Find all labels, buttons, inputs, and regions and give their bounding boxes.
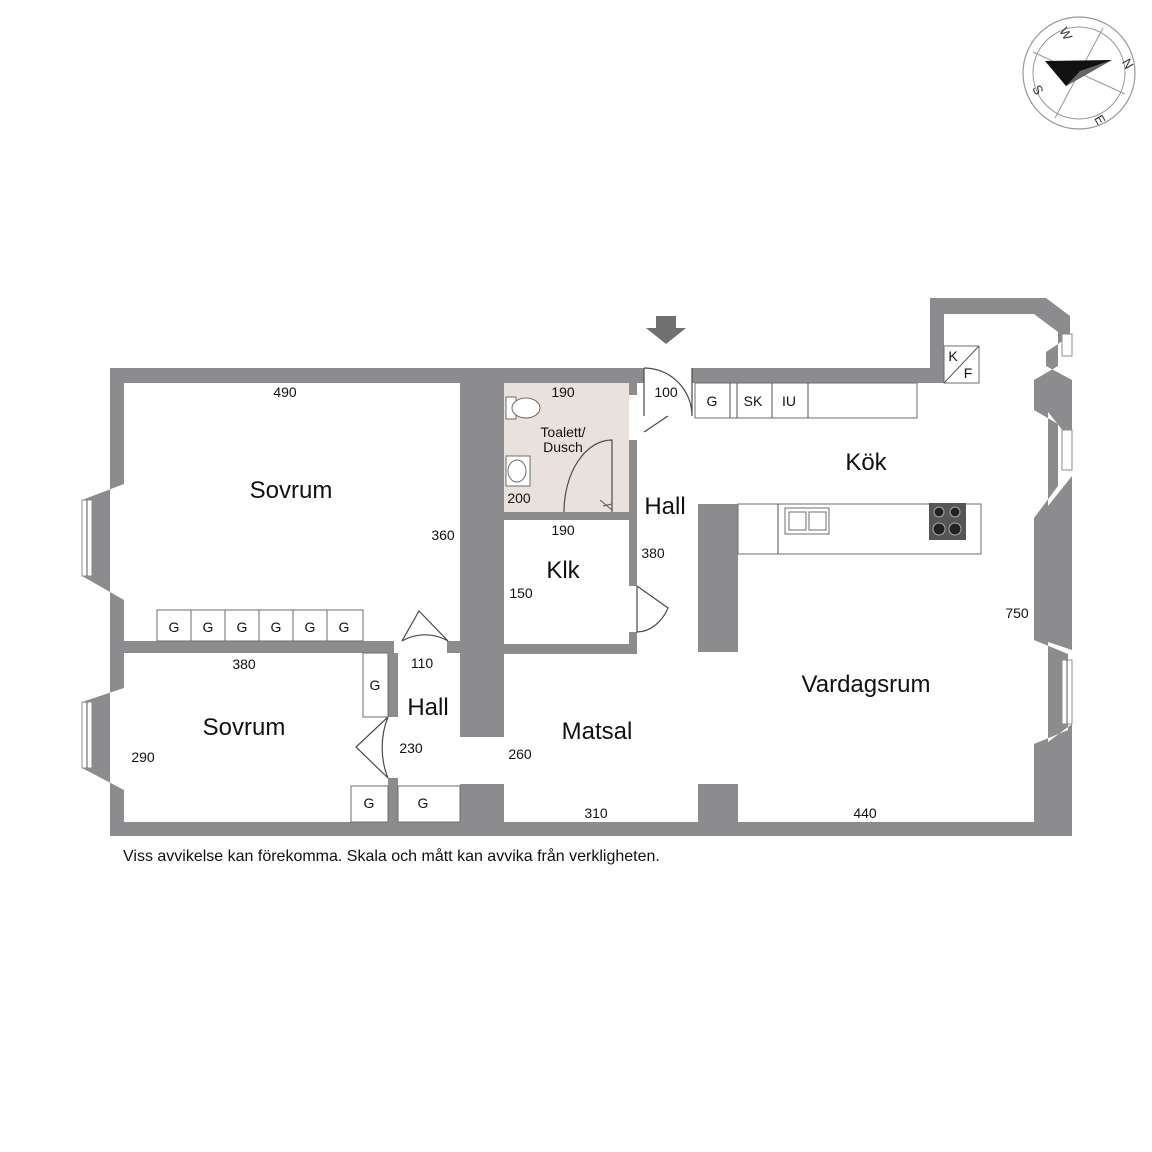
fridge-freezer: K F xyxy=(943,345,980,384)
wall-center xyxy=(460,383,504,737)
disclaimer-text: Viss avvikelse kan förekomma. Skala och … xyxy=(123,847,660,865)
kitchen-iu-label: IU xyxy=(782,393,796,409)
room-label-kok: Kök xyxy=(845,449,887,476)
wall-klk-bottom xyxy=(504,644,637,654)
wall-sovrum-divider-right xyxy=(447,641,460,653)
dimension-label: 190 xyxy=(551,384,575,400)
wall-center-bottom xyxy=(460,784,504,822)
wardrobe-sovrum-bottom xyxy=(350,785,389,823)
window-left-bottom xyxy=(81,701,93,769)
shower-drain-icon xyxy=(599,499,613,511)
dimension-label: 110 xyxy=(411,655,434,671)
kitchen-g-label: G xyxy=(707,393,718,409)
dimension-label: 100 xyxy=(654,384,678,400)
window-left-top xyxy=(81,499,93,577)
wardrobe-label: G xyxy=(237,619,248,635)
kitchen-island-wall xyxy=(698,504,738,652)
wall-klk-right xyxy=(629,632,637,654)
door-sovrum-top[interactable] xyxy=(401,610,449,642)
wardrobe-label: G xyxy=(418,795,429,811)
wall-sovrum-divider xyxy=(124,641,394,653)
door-klk[interactable] xyxy=(636,585,669,633)
sink-icon xyxy=(505,455,531,487)
door-entry[interactable] xyxy=(643,367,693,417)
room-label-vardagsrum: Vardagsrum xyxy=(802,671,931,698)
wardrobe-label: G xyxy=(305,619,316,635)
wardrobe-label: G xyxy=(271,619,282,635)
wardrobe-label: G xyxy=(370,677,381,693)
kitchen-sink-icon xyxy=(784,507,830,535)
kitchen-sk-label: SK xyxy=(744,393,763,409)
wardrobe-hall xyxy=(362,652,389,718)
wall-hall-left-bottom xyxy=(388,778,398,822)
room-label-sovrum-bottom: Sovrum xyxy=(203,714,286,741)
kitchen-counter-top: G SK IU xyxy=(694,382,918,419)
room-label-klk: Klk xyxy=(546,557,580,584)
room-label-dusch: Dusch xyxy=(543,439,583,455)
dimension-label: 750 xyxy=(1005,605,1029,621)
wardrobe-label: G xyxy=(203,619,214,635)
wardrobe-row: G G G G G G xyxy=(156,609,364,642)
window-right-low xyxy=(1061,659,1073,725)
dimension-label: 290 xyxy=(131,749,155,765)
door-bathroom[interactable] xyxy=(563,439,613,513)
kf-f-label: F xyxy=(964,365,973,381)
wall-hall-left xyxy=(388,653,398,717)
dimension-label: 260 xyxy=(508,746,532,762)
window-right-mid xyxy=(1061,429,1073,471)
dimension-label: 380 xyxy=(232,656,256,672)
dimension-label: 490 xyxy=(273,384,297,400)
wardrobe-label: G xyxy=(169,619,180,635)
dimension-label: 230 xyxy=(399,740,423,756)
dimension-label: 440 xyxy=(853,805,877,821)
wardrobe-hall-bottom xyxy=(397,785,461,823)
kf-k-label: K xyxy=(948,348,958,364)
dimension-label: 310 xyxy=(584,805,608,821)
stove-icon xyxy=(929,503,966,540)
dimension-label: 150 xyxy=(509,585,533,601)
door-entry-leaf xyxy=(643,415,669,433)
room-label-hall-left: Hall xyxy=(407,694,448,721)
wall-bath-corner xyxy=(629,383,637,395)
window-right-top xyxy=(1061,333,1073,357)
compass-rose-icon: N E S W xyxy=(1022,16,1137,130)
room-label-toalett: Toalett/ xyxy=(540,424,585,440)
entrance-arrow-icon xyxy=(646,316,686,344)
room-label-hall-right: Hall xyxy=(644,493,685,520)
wall-bath-bottom xyxy=(504,512,637,520)
wall-bottom-pillar xyxy=(698,784,738,822)
wardrobe-label: G xyxy=(339,619,350,635)
door-sovrum-bottom[interactable] xyxy=(355,716,389,779)
dimension-label: 380 xyxy=(641,545,665,561)
wardrobe-label: G xyxy=(364,795,375,811)
room-label-matsal: Matsal xyxy=(562,718,633,745)
room-label-sovrum-top: Sovrum xyxy=(250,477,333,504)
toilet-icon xyxy=(505,396,541,420)
dimension-label: 360 xyxy=(431,527,455,543)
dimension-label: 200 xyxy=(507,490,531,506)
dimension-label: 190 xyxy=(551,522,575,538)
